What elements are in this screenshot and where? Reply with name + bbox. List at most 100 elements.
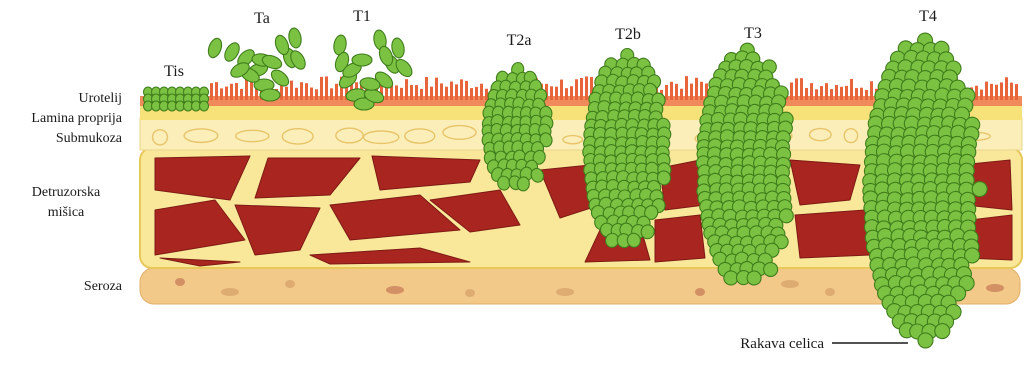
callout-label: Rakava celica (740, 336, 824, 352)
label-urotelij: Urotelij (78, 91, 122, 106)
urothelium-cell (460, 79, 463, 100)
urothelium-cell (425, 77, 428, 100)
label-detruzorska: Detruzorska (32, 185, 101, 200)
urothelium-cell (840, 87, 843, 100)
urothelium-cell (470, 88, 473, 100)
urothelium-cell (435, 78, 438, 100)
tumor-cell (352, 54, 372, 66)
label-lamina-propria: Lamina proprija (31, 111, 122, 126)
urothelium-cell (385, 87, 388, 100)
urothelium-cell (555, 87, 558, 100)
urothelium-cell (405, 79, 408, 100)
urothelium-cell (980, 90, 983, 100)
tumor-cell (200, 101, 209, 111)
urothelium-cell (330, 88, 333, 100)
urothelium-cell (850, 79, 853, 100)
serosa-cell (465, 289, 475, 297)
urothelium-cell (410, 85, 413, 100)
urothelium-cell (695, 78, 698, 100)
urothelium-cell (235, 83, 238, 100)
urothelium-cell (790, 82, 793, 100)
urothelium-cell (820, 86, 823, 100)
urothelium-cell (810, 83, 813, 100)
serosa-cell (781, 280, 799, 288)
urothelium-cell (475, 87, 478, 100)
urothelium-cell (550, 86, 553, 100)
serosa-cell (825, 288, 835, 296)
urothelium-cell (320, 77, 323, 100)
urothelium-cell (420, 89, 423, 100)
muscle-bundle (790, 160, 860, 205)
urothelium-cell (1000, 82, 1003, 100)
urothelium-cell (685, 76, 688, 100)
urothelium-cell (560, 80, 563, 100)
urothelium-cell (1015, 84, 1018, 100)
urothelium-cell (480, 84, 483, 100)
urothelium-cell (305, 83, 308, 100)
urothelium-cell (240, 89, 243, 100)
urothelium-cell (570, 86, 573, 100)
urothelium-cell (795, 78, 798, 100)
urothelium-cell (860, 88, 863, 100)
stage-label-t1: T1 (353, 8, 371, 25)
stage-label-t2b: T2b (615, 26, 641, 43)
urothelium-cell (565, 88, 568, 100)
label-seroza: Seroza (84, 279, 123, 294)
urothelium-cell (415, 85, 418, 100)
stage-label-t3: T3 (744, 25, 762, 42)
urothelium-cell (300, 82, 303, 100)
urothelium-cell (865, 90, 868, 100)
urothelium-cell (825, 83, 828, 100)
urothelium-cell (395, 85, 398, 100)
urothelium-cell (230, 84, 233, 100)
urothelium-cell (290, 81, 293, 100)
urothelium-cell (430, 87, 433, 100)
muscle-bundle (795, 210, 870, 258)
urothelium-cell (1005, 77, 1008, 100)
label-submukoza: Submukoza (56, 131, 123, 146)
urothelium-cell (310, 88, 313, 100)
urothelium-cell (210, 83, 213, 100)
urothelium-cell (985, 82, 988, 100)
stage-label-tis: Tis (164, 63, 184, 80)
urothelium-cell (700, 82, 703, 100)
urothelium-cell (250, 82, 253, 100)
urothelium-cell (220, 88, 223, 100)
urothelium-cell (400, 88, 403, 100)
serosa-cell (695, 288, 705, 296)
muscle-bundle (655, 215, 705, 262)
urothelium-cell (295, 88, 298, 100)
serosa-cell (175, 278, 185, 286)
urothelium-cell (990, 84, 993, 100)
urothelium-cell (335, 84, 338, 100)
urothelium-cell (675, 84, 678, 100)
urothelium-cell (575, 79, 578, 100)
urothelium-cell (455, 84, 458, 100)
stage-label-t2a: T2a (507, 32, 532, 49)
urothelium-cell (580, 78, 583, 100)
urothelium-cell (855, 88, 858, 100)
urothelium-cell (445, 87, 448, 100)
urothelium-cell (830, 89, 833, 100)
serosa-cell (986, 284, 1004, 292)
urothelium-cell (805, 88, 808, 100)
urothelium-cell (800, 78, 803, 100)
urothelium-cell (465, 81, 468, 100)
tumor-cell (206, 37, 224, 60)
serosa-cell (556, 288, 574, 296)
urothelium-cell (995, 85, 998, 100)
urothelium-cell (975, 86, 978, 100)
urothelium-cell (215, 82, 218, 100)
serosa-cell (386, 286, 404, 294)
urothelium-cell (835, 85, 838, 100)
urothelium-cell (225, 87, 228, 100)
serosa-cell (221, 288, 239, 296)
tumor-cell (763, 262, 778, 277)
urothelium-cell (665, 85, 668, 100)
urothelium-cell (670, 82, 673, 100)
urothelium-cell (450, 82, 453, 100)
urothelium-cell (680, 89, 683, 100)
tumor-cell (260, 89, 280, 101)
urothelium-cell (485, 89, 488, 100)
